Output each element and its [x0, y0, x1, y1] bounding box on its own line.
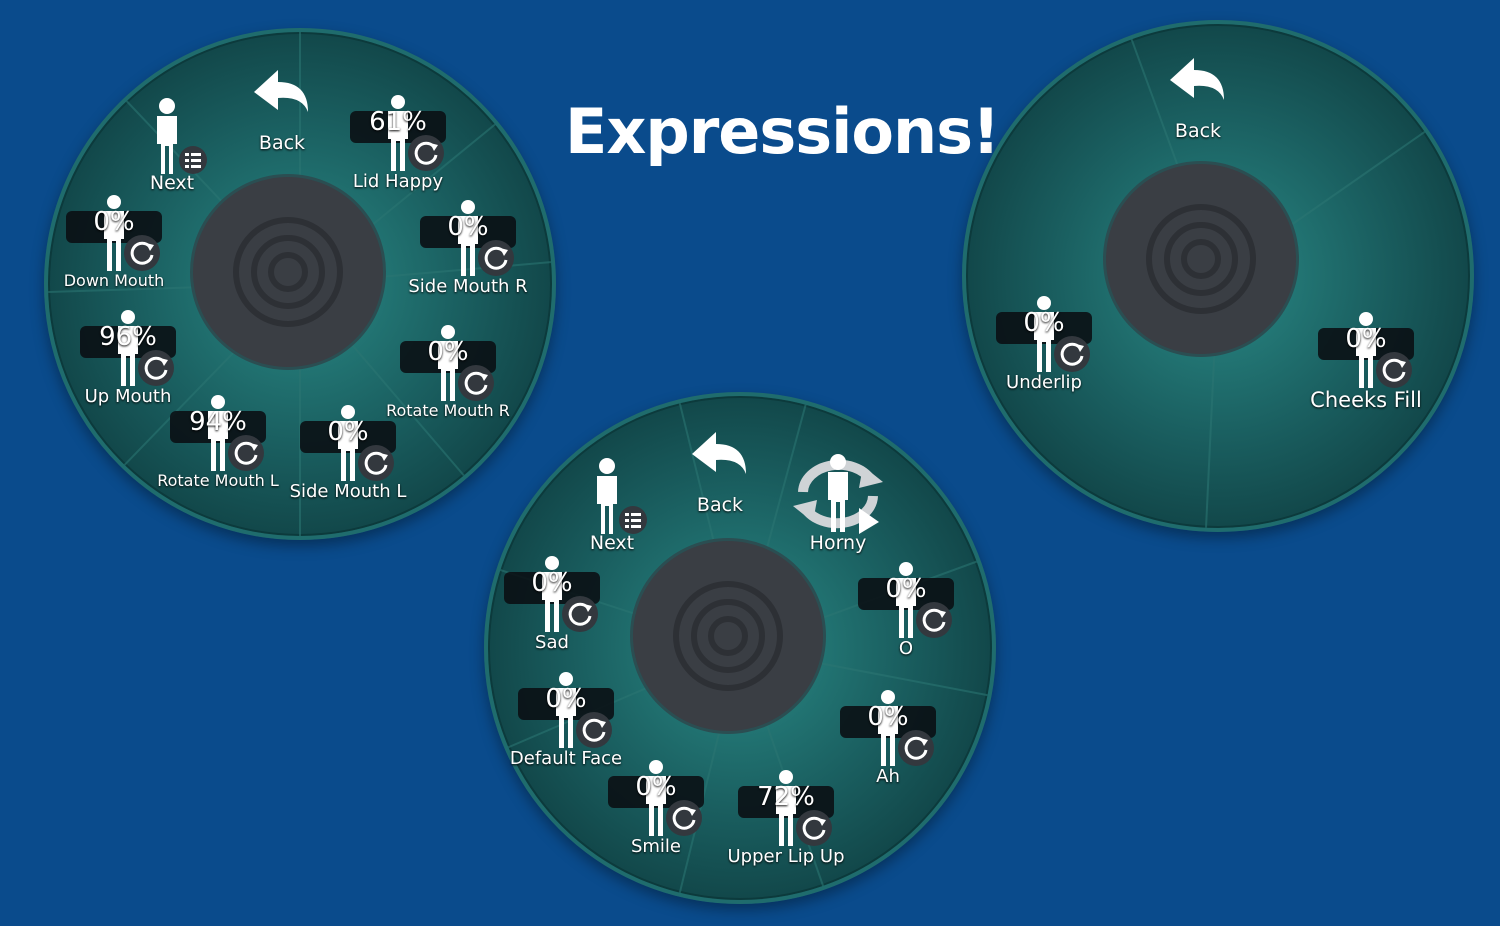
target-icon: [673, 581, 783, 691]
expression-wheel-1: [44, 28, 556, 540]
reset-icon[interactable]: [666, 800, 702, 836]
next-label: Next: [149, 172, 195, 194]
expression-label: Up Mouth: [84, 386, 172, 407]
value-percent: 0%: [93, 207, 135, 237]
expression-label: O: [898, 638, 914, 659]
person-icon: [104, 195, 124, 271]
value-percent: 0%: [427, 337, 469, 367]
reset-icon[interactable]: [1054, 336, 1090, 372]
person-icon: [438, 325, 458, 401]
value-percent: 0%: [867, 702, 909, 732]
person-icon: [878, 690, 898, 766]
expression-label: Cheeks Fill: [1310, 388, 1422, 412]
expression-wheel-2: [484, 392, 996, 904]
value-percent: 0%: [1023, 308, 1065, 338]
expression-label: Rotate Mouth R: [386, 401, 510, 420]
expression-label: Ah: [876, 766, 900, 787]
reset-icon[interactable]: [408, 135, 444, 171]
person-icon: [896, 562, 916, 638]
reset-icon[interactable]: [1376, 352, 1412, 388]
expression-label: Side Mouth R: [408, 276, 528, 297]
reset-icon[interactable]: [898, 730, 934, 766]
value-percent: 0%: [545, 684, 587, 714]
value-percent: 0%: [531, 568, 573, 598]
expression-label: Smile: [630, 836, 682, 857]
person-icon: [458, 200, 478, 276]
person-icon: [1356, 312, 1376, 388]
expression-label: Upper Lip Up: [727, 846, 845, 867]
person-icon: [388, 95, 408, 171]
expression-label: Side Mouth L: [289, 481, 407, 502]
reset-icon[interactable]: [478, 240, 514, 276]
reset-icon[interactable]: [228, 435, 264, 471]
person-icon: [118, 310, 138, 386]
reset-icon[interactable]: [916, 602, 952, 638]
expression-label: Lid Happy: [352, 171, 444, 192]
center-hub[interactable]: [1106, 164, 1296, 354]
play-animation-button[interactable]: Horny: [778, 452, 898, 554]
back-button[interactable]: Back: [660, 424, 780, 516]
back-arrow-icon: [1170, 58, 1224, 100]
value-percent: 94%: [189, 407, 247, 437]
center-hub[interactable]: [633, 541, 823, 731]
value-percent: 0%: [885, 574, 927, 604]
center-hub[interactable]: [193, 177, 383, 367]
person-icon: [542, 556, 562, 632]
expression-label: Underlip: [1006, 372, 1082, 393]
person-list-icon: [157, 98, 207, 174]
back-label: Back: [696, 494, 744, 516]
person-icon: [556, 672, 576, 748]
target-icon: [1146, 204, 1256, 314]
value-percent: 0%: [327, 417, 369, 447]
back-arrow-icon: [692, 432, 746, 474]
next-label: Next: [589, 532, 635, 554]
play-label: Horny: [809, 532, 867, 554]
reset-icon[interactable]: [124, 235, 160, 271]
value-percent: 0%: [447, 212, 489, 242]
value-percent: 72%: [757, 782, 815, 812]
value-percent: 61%: [369, 107, 427, 137]
back-button[interactable]: Back: [222, 62, 342, 154]
expression-label: Down Mouth: [63, 271, 165, 290]
back-arrow-icon: [254, 70, 308, 112]
expression-label: Sad: [535, 632, 569, 653]
value-percent: 0%: [635, 772, 677, 802]
value-percent: 96%: [99, 322, 157, 352]
back-button[interactable]: Back: [1138, 50, 1258, 142]
target-icon: [233, 217, 343, 327]
person-icon: [646, 760, 666, 836]
next-button[interactable]: Next: [552, 458, 672, 554]
expression-label: Rotate Mouth L: [157, 471, 279, 490]
person-icon: [338, 405, 358, 481]
reset-icon[interactable]: [576, 712, 612, 748]
page-headline: Expressions!: [565, 95, 1000, 168]
reset-icon[interactable]: [358, 445, 394, 481]
next-button[interactable]: Next: [112, 98, 232, 194]
person-icon: [1034, 296, 1054, 372]
cycle-play-icon: [793, 454, 883, 534]
expression-label: Default Face: [509, 748, 623, 769]
person-icon: [776, 770, 796, 846]
reset-icon[interactable]: [796, 810, 832, 846]
reset-icon[interactable]: [562, 596, 598, 632]
back-label: Back: [258, 132, 306, 154]
reset-icon[interactable]: [138, 350, 174, 386]
reset-icon[interactable]: [458, 365, 494, 401]
expression-wheel-3: [962, 20, 1474, 532]
value-percent: 0%: [1345, 324, 1387, 354]
person-icon: [208, 395, 228, 471]
back-label: Back: [1174, 120, 1222, 142]
person-list-icon: [597, 458, 647, 534]
